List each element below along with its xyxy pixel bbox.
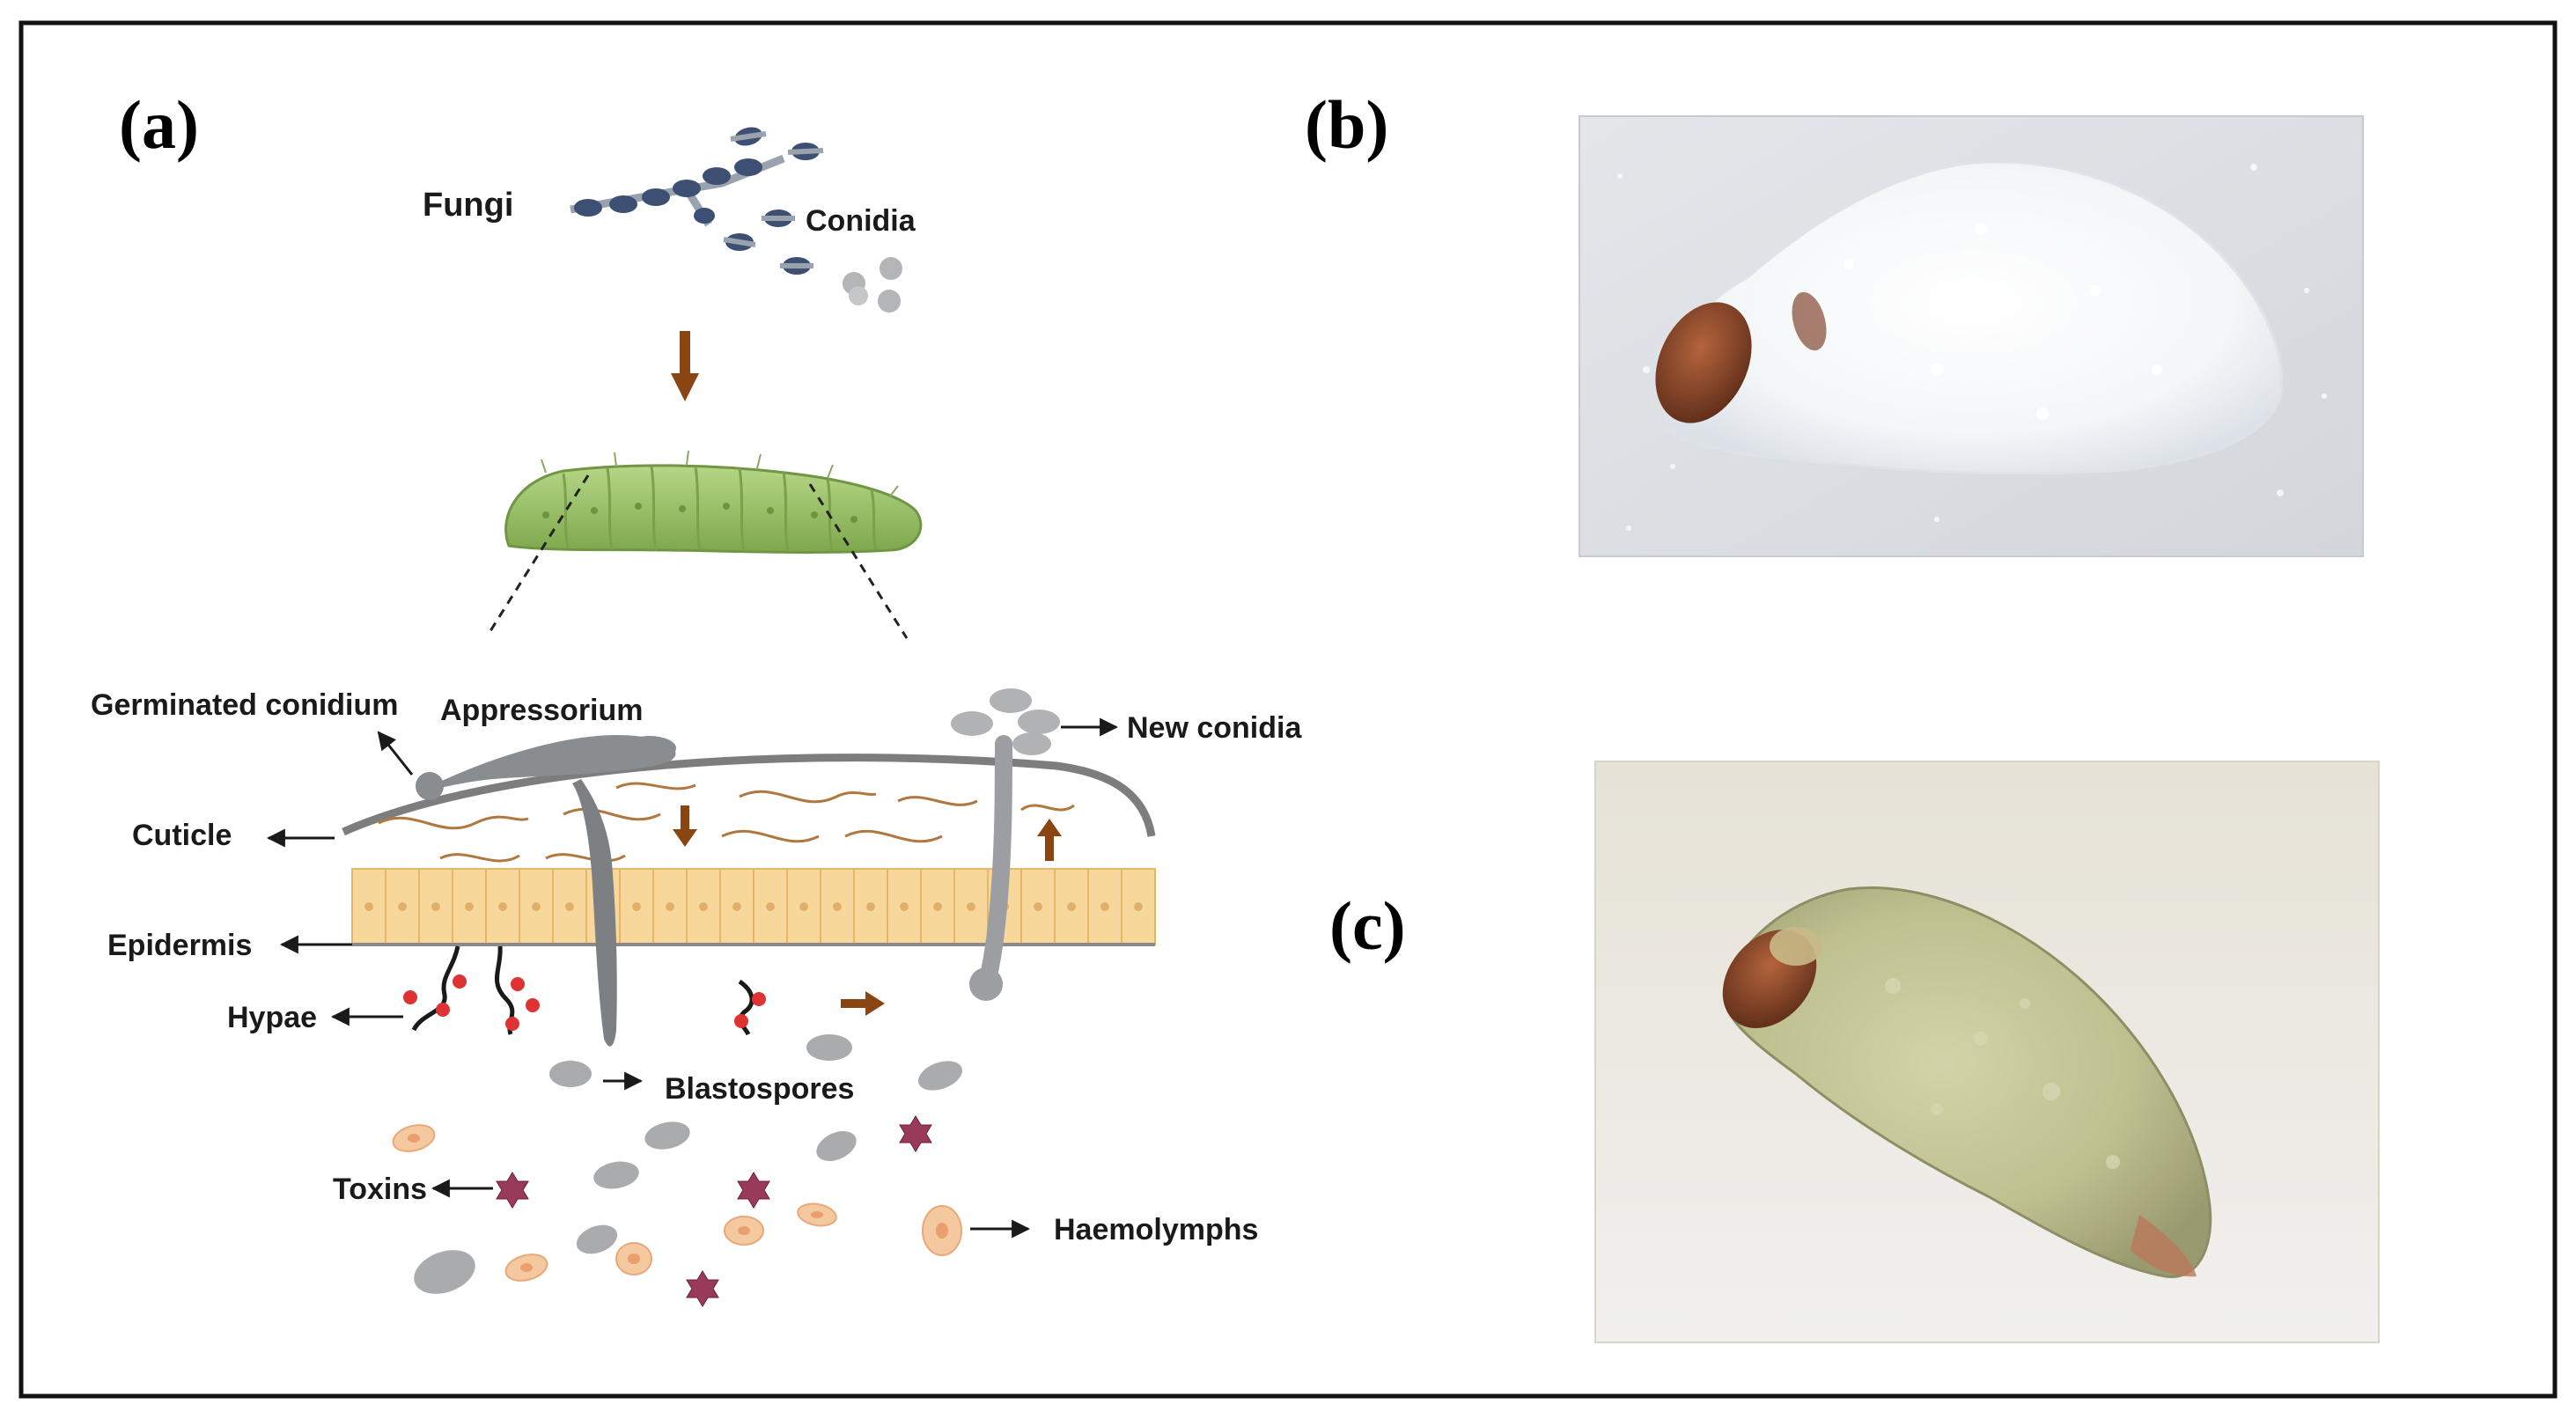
- hypae-label: Hypae: [227, 1001, 317, 1034]
- appressorium-illustration: [416, 735, 676, 800]
- epidermis-nucleus: [933, 902, 942, 911]
- appressorium-label: Appressorium: [440, 694, 644, 727]
- panel-label-a: (a): [119, 86, 199, 163]
- germinated-conidium-pointer: [377, 731, 414, 776]
- toxins-illustration: [496, 1115, 932, 1307]
- cuticle-arc: [342, 754, 1156, 837]
- epidermis-nucleus: [1034, 902, 1042, 911]
- larva-head-b: [1655, 302, 1752, 423]
- epidermis-nucleus: [565, 902, 574, 911]
- mycosed-larva-white: [1662, 160, 2283, 475]
- fungi-chain-illustration: [570, 127, 824, 275]
- conidia-spores-illustration: [843, 257, 902, 312]
- epidermis-nucleus: [967, 902, 975, 911]
- epidermis-nucleus: [465, 902, 474, 911]
- haemolymphs-illustration: [392, 1124, 962, 1282]
- conidiophore-illustration: [951, 688, 1060, 1001]
- photo-b: [1579, 115, 2364, 557]
- diagram-a: Fungi Conidia: [91, 127, 1302, 1307]
- mycosed-larva-green: [1722, 886, 2212, 1278]
- blastospores-illustration: [414, 1034, 962, 1294]
- epidermis-nucleus: [632, 902, 641, 911]
- conidia-label: Conidia: [806, 204, 916, 238]
- epidermis-nucleus: [498, 902, 507, 911]
- hyphae-illustration: [411, 945, 754, 1036]
- infection-arrow: [671, 331, 699, 401]
- epidermis-nucleus: [900, 902, 909, 911]
- figure-border: [18, 20, 2558, 1399]
- panel-label-c: (c): [1329, 887, 1406, 964]
- photo-c: [1594, 761, 2380, 1343]
- epidermis-nucleus: [666, 902, 674, 911]
- epidermis-nucleus: [833, 902, 842, 911]
- epidermis-cell: [1020, 868, 1056, 945]
- germinated-conidium-label: Germinated conidium: [91, 688, 399, 722]
- new-conidia-label: New conidia: [1127, 711, 1302, 745]
- epidermis-nucleus: [1067, 902, 1076, 911]
- panel-label-b: (b): [1305, 86, 1388, 163]
- cuticle-label: Cuticle: [132, 819, 232, 852]
- epidermis-nucleus: [431, 902, 440, 911]
- epidermis-layer: [351, 868, 1156, 946]
- blastospores-label: Blastospores: [665, 1072, 854, 1106]
- epidermis-nucleus: [1100, 902, 1109, 911]
- epidermis-nucleus: [799, 902, 808, 911]
- epidermis-label: Epidermis: [107, 929, 252, 962]
- epidermis-nucleus: [699, 902, 708, 911]
- epidermis-nucleus: [732, 902, 741, 911]
- procuticle-waves: [378, 782, 1075, 863]
- epidermis-nucleus: [398, 902, 407, 911]
- fungi-label: Fungi: [423, 187, 513, 224]
- epidermis-nucleus: [532, 902, 541, 911]
- epidermis-nucleus: [1134, 902, 1143, 911]
- epidermis-nucleus: [866, 902, 875, 911]
- hyphae-dots: [403, 974, 766, 1031]
- larva-illustration: [504, 450, 923, 554]
- haemolymphs-label: Haemolymphs: [1054, 1213, 1258, 1246]
- brown-arrows-small: [673, 805, 1062, 1016]
- epidermis-nucleus: [364, 902, 373, 911]
- penetration-hypha: [572, 779, 617, 1047]
- epidermis-nucleus: [766, 902, 775, 911]
- toxins-label: Toxins: [333, 1173, 427, 1206]
